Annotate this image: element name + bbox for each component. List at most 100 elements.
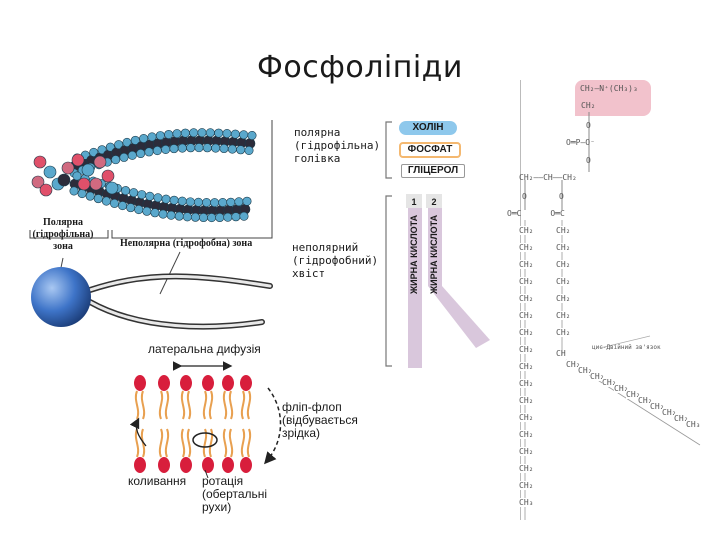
chain-2-number: 2 — [431, 197, 437, 207]
lipid-head — [180, 375, 192, 391]
lipid-head — [134, 375, 146, 391]
chain-unit: CH₂ — [590, 372, 605, 381]
formula-phosphate: O═P—O⁻ — [566, 138, 595, 147]
lipid-tail — [180, 390, 186, 420]
icon-tail-lower-inner — [88, 300, 264, 329]
chain-unit: CH₂ — [519, 430, 534, 439]
chain-unit: CH₂ — [556, 226, 571, 235]
lipid-head — [240, 457, 252, 473]
model-atom-head — [77, 177, 91, 191]
lipid-tail — [222, 390, 228, 420]
fatty-acid-2-kink — [428, 286, 490, 348]
model-atom-hydrogen — [114, 140, 124, 150]
chain-unit: CH₂ — [626, 390, 641, 399]
flip-flop-label: фліп-флоп (відбувається зрідка) — [282, 400, 358, 440]
model-atom-hydrogen — [72, 171, 82, 181]
lipid-tail — [246, 390, 252, 420]
chain-unit: CH₂ — [602, 378, 617, 387]
page-title: Фосфоліпіди — [257, 50, 463, 85]
nonpolar-zone-pointer — [159, 251, 181, 295]
lateral-diffusion-label: латеральна дифузія — [148, 342, 261, 356]
polar-zone-label: Полярна (гідрофільна) зона — [32, 217, 94, 252]
formula-double-bond-note: цис-Двійний зв'язок — [592, 344, 661, 351]
lipid-tail — [140, 390, 146, 420]
chain-unit: CH₂ — [614, 384, 629, 393]
chain-unit: CH₂ — [519, 311, 534, 320]
chain-unit: CH₂ — [519, 396, 534, 405]
lipid-head — [180, 457, 192, 473]
chain-unit: CH₂ — [556, 294, 571, 303]
flip-flop-arrow — [264, 387, 282, 465]
chain-unit: CH₂ — [674, 414, 689, 423]
glycerol-box: ГЛІЦЕРОЛ — [401, 164, 465, 178]
chain-unit: CH₂ — [519, 294, 534, 303]
chain-unit: CH₂ — [566, 360, 581, 369]
polar-head-label: полярна (гідрофільна) голівка — [294, 126, 381, 165]
model-atom-head — [93, 155, 107, 169]
chain-unit: CH₂ — [650, 402, 665, 411]
nonpolar-zone-bracket — [111, 120, 273, 239]
chain-unit: CH₂ — [519, 260, 534, 269]
model-atom-hydrogen — [239, 211, 249, 221]
model-atom-hydrogen — [122, 137, 132, 147]
model-atom-hydrogen — [119, 152, 129, 162]
lipid-tail — [228, 428, 234, 458]
lipid-head — [222, 375, 234, 391]
lipid-head — [222, 457, 234, 473]
model-atom-hydrogen — [101, 196, 111, 206]
chain-unit: CH₂ — [519, 226, 534, 235]
lipid-head — [158, 457, 170, 473]
lipid-tail — [186, 428, 192, 458]
fatty-acid-1-bar — [408, 194, 422, 368]
model-atom-head — [101, 169, 115, 183]
lipid-head — [240, 375, 252, 391]
chain-unit: CH₂ — [519, 464, 534, 473]
chain-unit: CH₂ — [662, 408, 677, 417]
lipid-tail — [202, 428, 208, 458]
model-atom-hydrogen — [127, 150, 137, 160]
formula-glycerol: CH₂——CH——CH₂ — [519, 173, 577, 182]
chain-unit: CH₂ — [556, 243, 571, 252]
icon-tail-upper-inner — [88, 274, 272, 292]
formula-o-b: O — [586, 156, 591, 165]
model-atom-head — [39, 183, 53, 197]
lipid-tail — [164, 390, 170, 420]
model-atom-head — [61, 161, 75, 175]
model-atom-head — [105, 181, 119, 195]
chain-unit: CH₃ — [519, 498, 534, 507]
chain-unit: CH₃ — [686, 420, 701, 429]
formula-o-a: O — [586, 121, 591, 130]
lipid-tail — [222, 428, 228, 458]
rotation-pointer — [204, 469, 209, 479]
model-atom-hydrogen — [89, 147, 99, 157]
chain-unit: CH₂ — [578, 366, 593, 375]
nonpolar-zone-label: Неполярна (гідрофобна) зона — [120, 238, 253, 249]
lipid-head — [202, 375, 214, 391]
lipid-tail — [180, 428, 186, 458]
nonpolar-tail-label: неполярний (гідрофобний) хвіст — [292, 241, 379, 280]
model-atom-hydrogen — [97, 145, 107, 155]
model-atom-head — [43, 165, 57, 179]
fatty-acid-2-bar — [428, 194, 442, 286]
chain-unit: CH₂ — [519, 413, 534, 422]
oscillation-label: коливання — [128, 474, 187, 488]
model-atom-hydrogen — [242, 196, 252, 206]
chain-unit: CH₂ — [556, 277, 571, 286]
model-atom-head — [81, 163, 95, 177]
formula-o-d: O — [559, 192, 564, 201]
model-atom-phosphorus — [57, 173, 71, 187]
rotation-label: ротація (обертальні рухи) — [202, 474, 268, 514]
lipid-tail — [240, 428, 246, 458]
formula-carbonyl: O═C O═C — [507, 209, 565, 218]
icon-head-sphere — [31, 267, 91, 327]
model-atom-hydrogen — [85, 191, 95, 201]
chain-unit: CH₂ — [556, 311, 571, 320]
lipid-tail — [164, 428, 170, 458]
chain-unit: CH₂ — [556, 328, 571, 337]
chain-unit: CH₂ — [519, 379, 534, 388]
lipid-tail — [228, 390, 234, 420]
chain-unit: CH₂ — [519, 447, 534, 456]
lipid-tail — [240, 390, 246, 420]
model-atom-head — [71, 153, 85, 167]
